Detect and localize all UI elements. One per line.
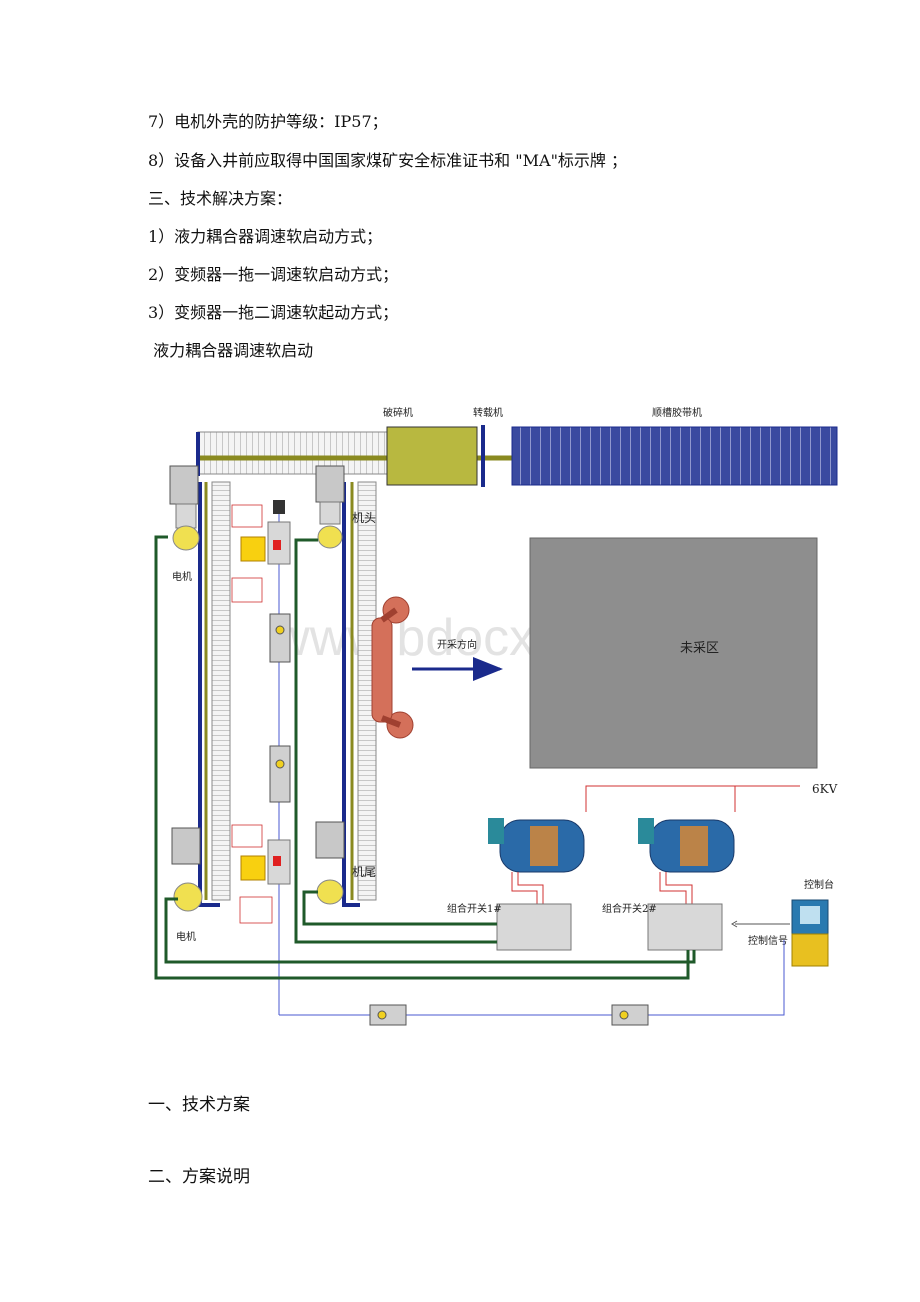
transformer-1 [488, 818, 585, 873]
label-switch-1: 组合开关1# [447, 902, 502, 915]
para-certification: 8）设备入井前应取得中国国家煤矿安全标准证书和 "MA"标示牌 ； [148, 151, 628, 170]
para-option-2: 2）变频器一拖一调速软启动方式； [148, 265, 399, 284]
console-icon [791, 899, 829, 967]
para-option-1: 1）液力耦合器调速软启动方式； [148, 227, 383, 246]
unmined-area [529, 537, 818, 769]
junction-box-3 [269, 745, 291, 803]
motor-bottom-left-body [171, 827, 201, 865]
motor-bottom-right-body [315, 821, 345, 859]
diagram-caption: 液力耦合器调速软启动 [148, 341, 314, 360]
transformer-2 [638, 818, 735, 873]
label-mining-direction: 开采方向 [437, 638, 477, 651]
motor-top-right-body [315, 465, 345, 503]
heading-plan-description: 二、方案说明 [148, 1167, 250, 1187]
green-cable-outer [154, 535, 690, 980]
label-switch-2: 组合开关2# [602, 902, 657, 915]
label-6kv: 6KV [812, 782, 838, 796]
para-section-three: 三、技术解决方案： [148, 189, 293, 208]
controller-bottom [240, 855, 266, 881]
controller-top [240, 536, 266, 562]
combined-switch-2 [647, 903, 723, 951]
motor-top-left-body [169, 465, 199, 505]
label-belt: 顺槽胶带机 [652, 406, 702, 419]
top-conveyor [197, 431, 389, 475]
heading-tech-plan: 一、技术方案 [148, 1095, 250, 1115]
para-option-3: 3）变频器一拖二调速软起动方式； [148, 303, 399, 322]
combined-switch-1 [496, 903, 572, 951]
coupling-top-left [172, 525, 200, 551]
label-motor-bottom: 电机 [176, 930, 196, 943]
shearer-icon [371, 596, 414, 739]
label-control-signal: 控制信号 [748, 934, 788, 947]
label-tail: 机尾 [352, 865, 376, 879]
junction-box-2 [269, 613, 291, 663]
left-conveyor [211, 481, 231, 901]
signal-node-2 [611, 1004, 649, 1026]
sensor-top [273, 500, 285, 514]
signal-line [279, 940, 785, 1016]
belt-conveyor [511, 426, 838, 486]
label-motor-top: 电机 [172, 570, 192, 583]
label-unmined-area: 未采区 [680, 641, 719, 656]
label-crusher: 破碎机 [383, 406, 413, 419]
label-transfer: 转载机 [473, 406, 503, 419]
crusher-box [386, 426, 478, 486]
label-head: 机头 [352, 511, 376, 525]
signal-node-1 [369, 1004, 407, 1026]
label-console: 控制台 [804, 878, 834, 891]
para-protection-rating: 7）电机外壳的防护等级：IP57； [148, 112, 388, 131]
